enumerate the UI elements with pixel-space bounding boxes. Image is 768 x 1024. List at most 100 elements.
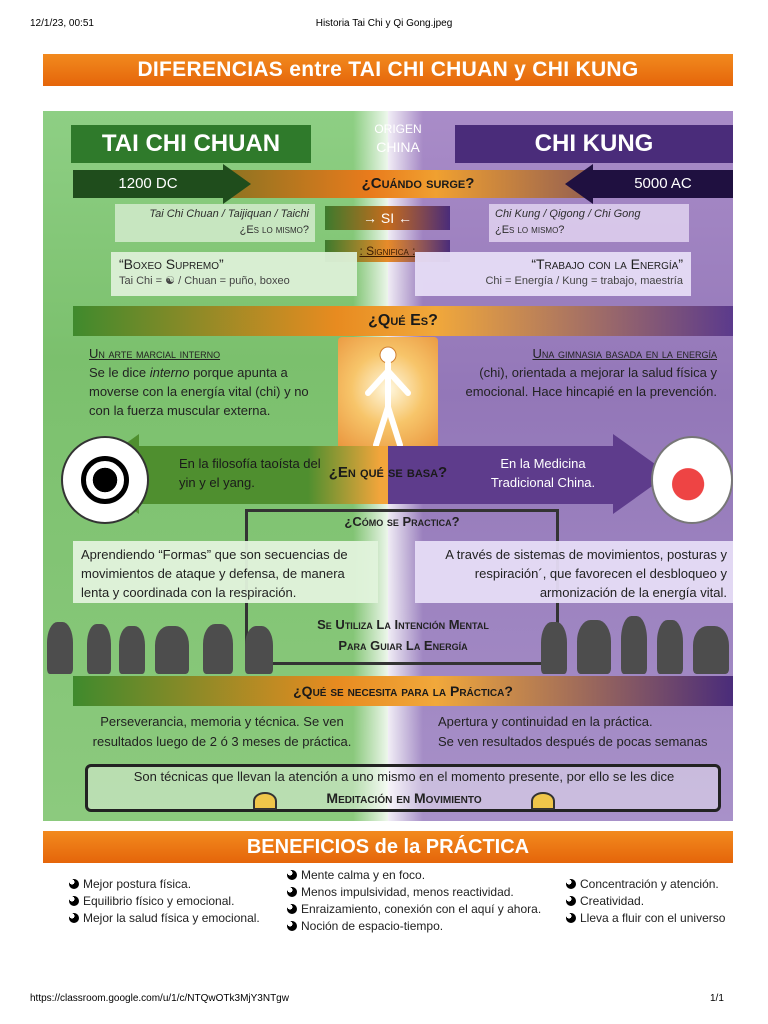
human-figure-icon [365,346,411,448]
arrow-right-icon [223,164,251,204]
chi-kung-names: Chi Kung / Qigong / Chi Gong ¿Es lo mism… [489,204,689,242]
chi-kung-definition-head: Una gimnasia basada en la energía [532,346,718,361]
tai-chi-figure-icon [87,624,111,674]
benefit-text: Lleva a fluir con el universo [580,911,726,925]
chi-kung-practice: A través de sistemas de movimientos, pos… [415,541,733,603]
chi-kung-definition-text: (chi), orientada a mejorar la salud físi… [465,365,718,399]
benefit-item: Lleva a fluir con el universo [566,910,733,927]
benefit-item: Noción de espacio-tiempo. [287,918,572,935]
tai-chi-figure-icon [119,626,145,674]
benefits-col2: Mente calma y en foco. Menos impulsivida… [287,867,572,935]
def-text-pre: Se le dice [89,365,150,380]
arrow-left-icon [565,164,593,204]
print-page-number: 1/1 [710,993,724,1004]
def-text-post: porque apunta a moverse con la energía v… [89,365,309,418]
chi-kung-needs-line1: Apertura y continuidad en la práctica. [438,714,653,729]
benefit-item: Mejor la salud física y emocional. [69,910,279,927]
tai-chi-needs: Perseverancia, memoria y técnica. Se ven… [92,714,352,749]
chi-kung-date: 5000 AC [593,170,733,198]
tai-chi-same-question: ¿Es lo mismo? [239,224,309,236]
tai-chi-meaning-detail: Tai Chi = ☯ / Chuan = puño, boxeo [119,275,290,287]
yin-yang-bullet-icon [69,913,79,923]
meditation-text: Son técnicas que llevan la atención a un… [133,769,675,784]
benefit-text: Mejor postura física. [83,877,192,891]
benefit-text: Concentración y atención. [580,877,719,891]
def-text-em: interno [149,365,190,380]
benefit-text: Creatividad. [580,894,645,908]
yin-yang-bullet-icon [287,921,297,931]
benefit-item: Mejor postura física. [69,876,279,893]
benefit-text: Menos impulsividad, menos reactividad. [301,885,514,899]
basis-question: ¿En qué se basa? [328,464,448,481]
origin-block: ORIGEN CHINA [333,120,463,156]
tai-chi-definition-text: Se le dice interno porque apunta a mover… [89,363,329,420]
benefit-item: Menos impulsividad, menos reactividad. [287,884,572,901]
tai-chi-meaning: “Boxeo Supremo” Tai Chi = ☯ / Chuan = pu… [111,252,357,296]
tai-chi-title: TAI CHI CHUAN [71,125,311,163]
tai-chi-definition-head: Un arte marcial interno [89,346,221,361]
yin-yang-icon [81,456,129,504]
benefit-text: Enraizamiento, conexión con el aquí y ah… [301,902,542,916]
qigong-figure-icon [621,616,647,674]
tai-chi-figure-icon [47,622,73,674]
when-question: ¿Cuándo surge? [361,175,475,192]
chi-kung-aliases: Chi Kung / Qigong / Chi Gong [495,208,641,220]
benefit-text: Noción de espacio-tiempo. [301,919,444,933]
benefit-item: Mente calma y en foco. [287,867,572,884]
benefit-item: Equilibrio físico y emocional. [69,893,279,910]
main-banner: DIFERENCIAS entre TAI CHI CHUAN y CHI KU… [43,54,733,86]
qigong-figure-icon [657,620,683,674]
yin-yang-bullet-icon [287,887,297,897]
chi-kung-definition: Una gimnasia basada en la energía (chi),… [451,344,718,401]
needs-heading: ¿Qué se necesita para la Práctica? [73,676,733,706]
benefits-banner: BENEFICIOS de la PRÁCTICA [43,831,733,863]
tai-chi-definition: Un arte marcial interno Se le dice inter… [89,344,329,420]
lotus-icon [253,792,277,810]
intention-line2: Para Guiar La Energía [338,638,468,653]
practice-question: ¿Cómo se Practica? [344,514,460,529]
benefit-item: Enraizamiento, conexión con el aquí y ah… [287,901,572,918]
origin-value: CHINA [376,139,420,155]
meditation-title: Meditación en Movimiento [326,790,482,806]
benefit-item: Creatividad. [566,893,733,910]
yin-yang-bullet-icon [69,879,79,889]
tai-chi-meaning-title: “Boxeo Supremo” [119,256,224,272]
chi-kung-meaning: “Trabajo con la Energía” Chi = Energía /… [415,252,691,296]
chi-kung-title: CHI KUNG [455,125,733,163]
qigong-figure-icon [577,620,611,674]
infographic: DIFERENCIAS entre TAI CHI CHUAN y CHI KU… [43,54,733,950]
yin-yang-bullet-icon [69,896,79,906]
origin-label: ORIGEN [374,122,422,136]
intention-text: Se Utiliza La Intención Mental Para Guia… [268,614,538,656]
what-is-heading: ¿Qué Es? [73,306,733,336]
tai-chi-basis: En la filosofía taoísta del yin y el yan… [179,456,321,490]
benefit-item: Concentración y atención. [566,876,733,893]
tai-chi-date: 1200 DC [73,170,223,198]
qigong-figure-icon [541,622,567,674]
benefit-text: Mejor la salud física y emocional. [83,911,260,925]
qigong-figure-icon [693,626,729,674]
lotus-icon [531,792,555,810]
tai-chi-aliases: Tai Chi Chuan / Taijiquan / Taichi [149,208,309,220]
tai-chi-figure-icon [155,626,189,674]
benefits-col1: Mejor postura física. Equilibrio físico … [69,876,279,927]
yin-yang-bullet-icon [566,913,576,923]
tai-chi-figure-icon [245,626,273,674]
energy-body-image [338,337,438,452]
tai-chi-figure-icon [203,624,233,674]
print-title: Historia Tai Chi y Qi Gong.jpeg [315,18,453,29]
basis-right-band [388,446,613,504]
benefit-text: Equilibrio físico y emocional. [83,894,235,908]
chi-kung-basis: En la Medicina Tradicional China. [490,456,596,490]
chi-kung-needs-line2: Se ven resultados después de pocas seman… [438,734,708,749]
chi-kung-same-question: ¿Es lo mismo? [495,224,565,236]
chi-kung-meaning-detail: Chi = Energía / Kung = trabajo, maestría [485,275,683,287]
chi-kung-needs: Apertura y continuidad en la práctica. S… [438,712,733,752]
five-elements-icon [651,436,733,524]
print-datetime: 12/1/23, 00:51 [30,18,94,29]
intention-line1: Se Utiliza La Intención Mental [317,617,489,632]
tai-chi-practice: Aprendiendo “Formas” que son secuencias … [73,541,378,603]
benefit-text: Mente calma y en foco. [301,868,426,882]
benefits-col3: Concentración y atención. Creatividad. L… [566,876,733,927]
meditation-box [85,764,721,812]
